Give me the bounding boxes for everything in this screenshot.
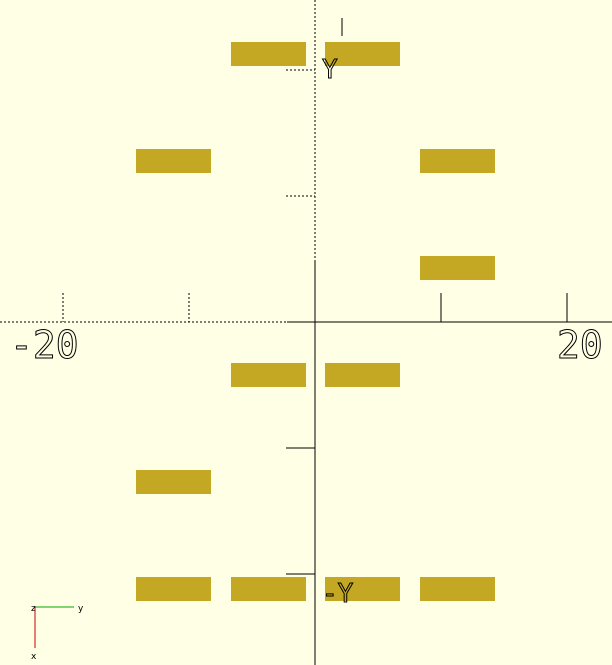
axis-label-top: Y bbox=[322, 55, 338, 85]
gizmo-x-label: x bbox=[31, 652, 37, 662]
axis-label-bottom: -Y bbox=[322, 579, 354, 609]
gizmo-y-label: y bbox=[78, 604, 84, 614]
axis-label-left: -20 bbox=[10, 323, 79, 367]
model-block bbox=[231, 577, 306, 601]
model-block bbox=[420, 149, 495, 173]
gizmo-z-label: z bbox=[31, 604, 36, 614]
model-block bbox=[231, 363, 306, 387]
model-block bbox=[325, 363, 400, 387]
model-block bbox=[231, 42, 306, 66]
model-block bbox=[136, 149, 211, 173]
model-block bbox=[325, 42, 400, 66]
model-block bbox=[420, 577, 495, 601]
model-block bbox=[325, 577, 400, 601]
orientation-gizmo: z y x bbox=[31, 604, 84, 662]
model-block bbox=[136, 470, 211, 494]
model-block bbox=[136, 577, 211, 601]
model-block bbox=[420, 256, 495, 280]
model-blocks bbox=[136, 42, 495, 601]
axis-label-right: 20 bbox=[557, 323, 603, 367]
